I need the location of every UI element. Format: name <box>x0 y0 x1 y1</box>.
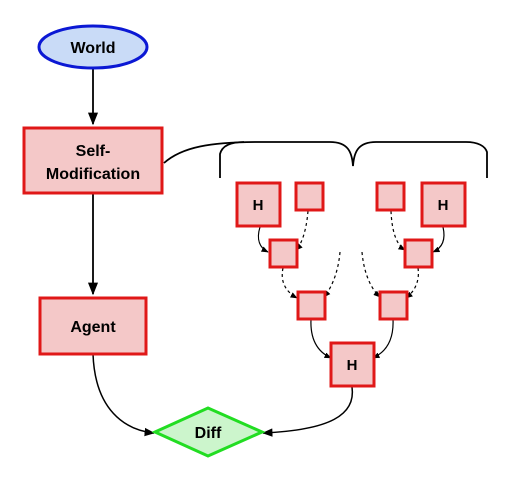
bracket-curve <box>163 141 488 178</box>
tree-node-l2-right <box>403 238 434 269</box>
edge-l3left-to-bottom <box>310 318 332 359</box>
tree-node-left-small <box>294 181 325 212</box>
agent-node: Agent <box>38 296 148 356</box>
edge-gap-to-l3right <box>361 251 381 298</box>
edge-rightsmall-to-l2 <box>390 210 406 251</box>
tree-node-bottom-h: H <box>329 341 376 388</box>
tree-node-l2-left <box>268 238 299 269</box>
edge-righttop-to-l2 <box>432 226 445 253</box>
tree-edges <box>257 210 445 359</box>
edge-lefttop-to-l2 <box>257 226 269 253</box>
self-modification-label-line2: Modification <box>46 166 140 183</box>
diff-label: Diff <box>195 425 222 442</box>
edge-gap-to-l3left <box>323 251 341 298</box>
world-label: World <box>70 40 115 57</box>
bracket-left-end <box>219 141 245 178</box>
edge-l2left-to-l3left <box>281 267 298 299</box>
world-node: World <box>37 24 149 70</box>
tree-node-left-h-label: H <box>253 197 264 214</box>
diff-node: Diff <box>151 406 266 458</box>
tree-node-right-h-label: H <box>438 197 449 214</box>
agent-label: Agent <box>70 319 116 336</box>
tree-node-l3-left <box>296 290 327 321</box>
tree-node-left-h: H <box>235 181 282 228</box>
tree-nodes: H H H <box>235 181 467 388</box>
edge-l3right-to-bottom <box>372 318 394 359</box>
tree-node-l3-right <box>378 290 409 321</box>
tree-node-right-small <box>375 181 406 212</box>
arrow-agent-to-diff <box>92 353 156 437</box>
tree-node-bottom-h-label: H <box>347 357 358 374</box>
self-modification-label-line1: Self- <box>76 143 111 160</box>
tree-node-right-h: H <box>420 181 467 228</box>
self-modification-node: Self- Modification <box>22 126 164 195</box>
arrow-tree-to-diff <box>261 386 354 437</box>
